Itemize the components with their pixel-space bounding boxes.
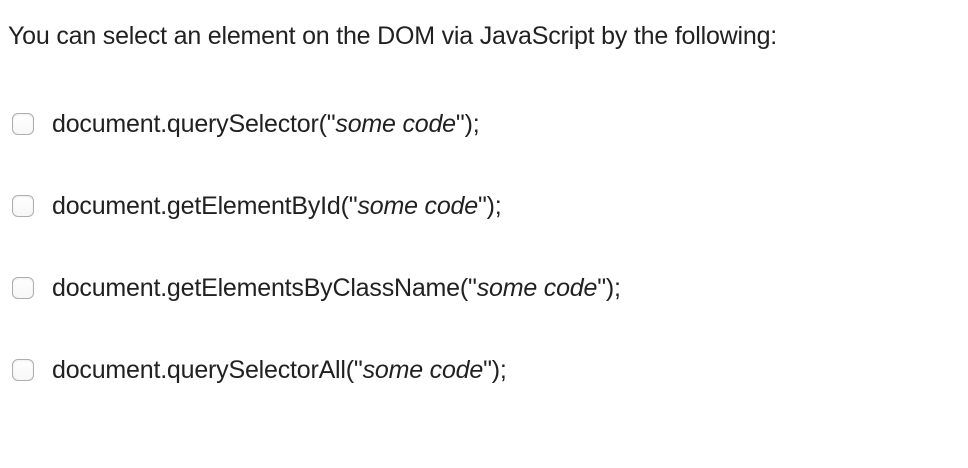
code-pre: document.querySelector("	[52, 110, 336, 138]
answer-option: document.getElementsByClassName("some co…	[12, 270, 968, 306]
code-post: ");	[483, 356, 507, 384]
code-italic: some code	[476, 274, 598, 302]
question-text: You can select an element on the DOM via…	[8, 22, 778, 50]
code-post: ");	[455, 110, 480, 138]
code-post: ");	[597, 274, 621, 302]
code-post: ");	[477, 192, 502, 220]
code-italic: some code	[335, 110, 456, 138]
code-italic: some code	[362, 356, 484, 384]
answer-option: document.querySelectorAll("some code");	[12, 352, 968, 388]
code-italic: some code	[357, 192, 478, 220]
answer-option: document.querySelector("some code");	[12, 106, 968, 142]
quiz-question-body: You can select an element on the DOM via…	[8, 22, 968, 388]
answer-label[interactable]: document.querySelector("some code");	[52, 106, 480, 142]
answer-checkbox[interactable]	[12, 113, 34, 135]
answer-label[interactable]: document.getElementsByClassName("some co…	[52, 270, 621, 306]
answer-label[interactable]: document.querySelectorAll("some code");	[52, 352, 507, 388]
answer-options: document.querySelector("some code"); doc…	[8, 106, 968, 388]
answer-option: document.getElementById("some code");	[12, 188, 968, 224]
answer-checkbox[interactable]	[12, 195, 34, 217]
code-pre: document.getElementsByClassName("	[52, 274, 477, 302]
answer-checkbox[interactable]	[12, 359, 34, 381]
code-pre: document.querySelectorAll("	[52, 356, 363, 384]
answer-checkbox[interactable]	[12, 277, 34, 299]
code-pre: document.getElementById("	[52, 192, 358, 220]
answer-label[interactable]: document.getElementById("some code");	[52, 188, 502, 224]
